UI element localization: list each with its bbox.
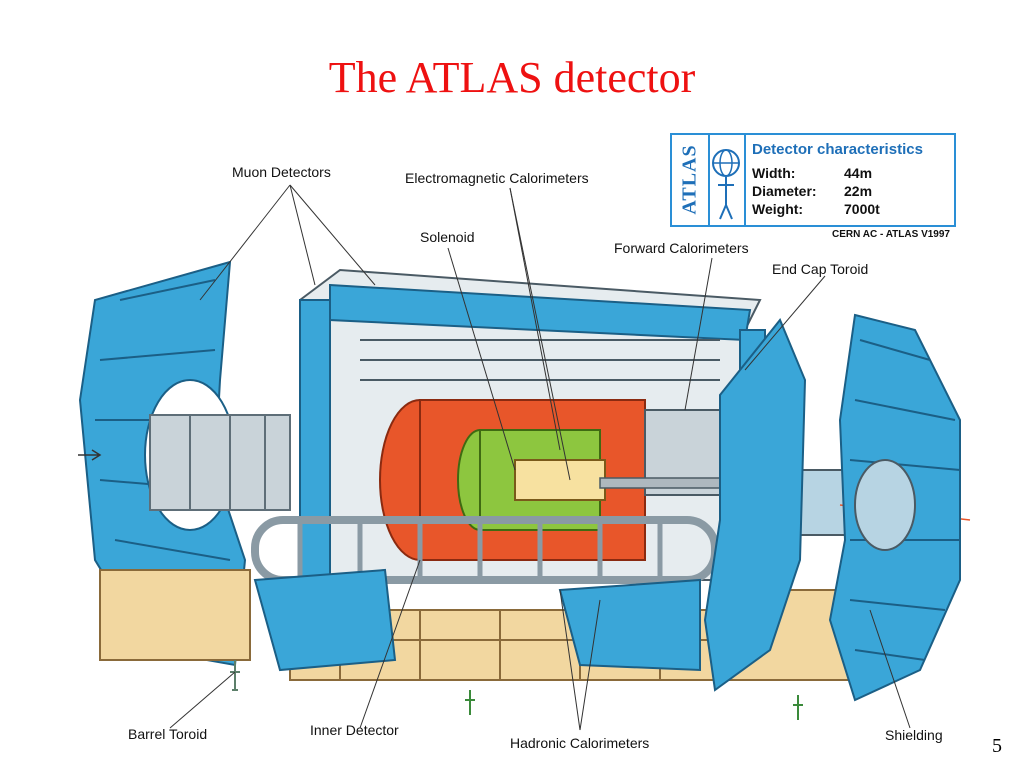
label-barrel-toroid: Barrel Toroid (128, 726, 208, 742)
label-solenoid: Solenoid (420, 229, 475, 245)
spec-diameter-label: Diameter: (752, 183, 817, 199)
label-muon-detectors: Muon Detectors (232, 164, 331, 180)
spec-width-value: 44m (844, 165, 873, 181)
spec-width-label: Width: (752, 165, 796, 181)
spec-weight: Weight: 7000t (752, 201, 880, 217)
spec-diameter-value: 22m (844, 183, 873, 199)
left-shielding (78, 414, 291, 511)
spec-width: Width: 44m (752, 165, 872, 181)
atlas-logo-text: ATLAS (678, 144, 701, 215)
slide-title: The ATLAS detector (328, 53, 696, 102)
bottom-muon-chambers (253, 568, 701, 672)
label-shielding: Shielding (885, 727, 943, 743)
label-inner-detector: Inner Detector (310, 722, 399, 738)
person-figures (230, 660, 803, 720)
info-heading: Detector characteristics (752, 141, 923, 158)
spec-weight-value: 7000t (844, 201, 880, 217)
right-muon-wheel (703, 313, 961, 702)
atlas-globe-icon (708, 135, 746, 225)
label-forward-calorimeters: Forward Calorimeters (614, 240, 749, 256)
detector-characteristics-box: ATLAS Detector characteristics Width: 44… (670, 133, 956, 227)
spec-diameter: Diameter: 22m (752, 183, 872, 199)
label-em-calorimeters: Electromagnetic Calorimeters (405, 170, 589, 186)
label-end-cap-toroid: End Cap Toroid (772, 261, 869, 277)
label-hadronic-calorimeters: Hadronic Calorimeters (510, 735, 650, 751)
page-number: 5 (992, 735, 1002, 757)
atlas-logo: ATLAS (672, 135, 710, 225)
leader-lines (169, 184, 911, 731)
credit-text: CERN AC - ATLAS V1997 (832, 229, 950, 240)
spec-weight-label: Weight: (752, 201, 804, 217)
